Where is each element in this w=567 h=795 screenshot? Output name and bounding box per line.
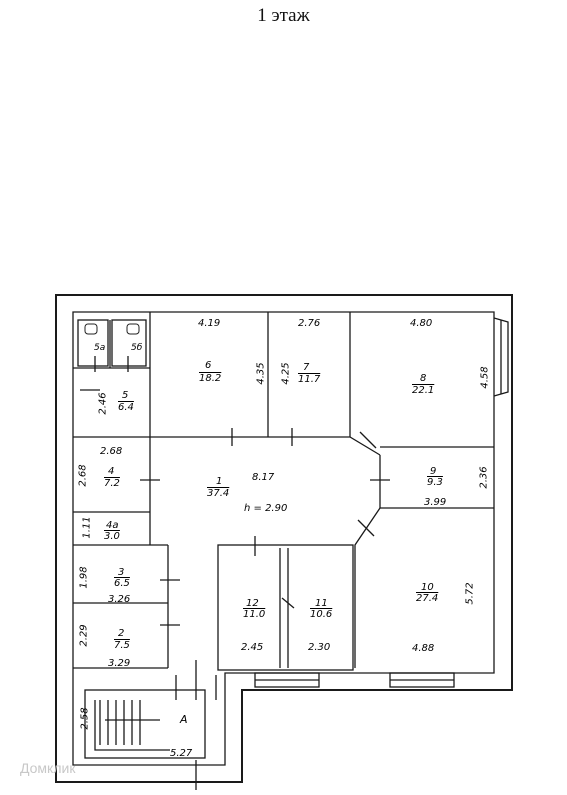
room-1-width: 8.17 <box>252 472 275 483</box>
room-4-depth: 2.68 <box>77 464 89 487</box>
stair-a-depth: 2.58 <box>79 707 91 730</box>
room-3-area: 6.5 <box>114 578 130 589</box>
room-11-area: 10.6 <box>310 609 333 620</box>
room-5-depth: 2.46 <box>97 392 109 415</box>
page-title: 1 этаж <box>257 5 310 26</box>
room-12-area: 11.0 <box>243 609 266 620</box>
toilet-icon <box>84 323 98 335</box>
outer-wall-inner <box>72 311 495 766</box>
room-8-width: 4.80 <box>410 318 433 329</box>
room-10-number: 10 <box>421 582 434 593</box>
room-2-width: 3.29 <box>108 658 131 669</box>
room-9-area: 9.3 <box>427 477 443 488</box>
room-6-number: 6 <box>205 360 212 371</box>
room-1-height: h = 2.90 <box>244 503 288 514</box>
room-6-width: 4.19 <box>198 318 221 329</box>
room-7-depth: 4.25 <box>280 362 292 385</box>
room-7-area: 11.7 <box>298 374 321 385</box>
room-9-width: 3.99 <box>424 497 447 508</box>
room-12-width: 2.45 <box>241 642 264 653</box>
room-8-number: 8 <box>420 373 427 384</box>
room-4a-depth: 1.11 <box>81 516 93 539</box>
room-2-number: 2 <box>118 628 125 639</box>
room-11-width: 2.30 <box>308 642 331 653</box>
room-5b-number: 5б <box>131 343 143 353</box>
room-3-width: 3.26 <box>108 594 131 605</box>
stair-a-label: А <box>180 713 188 726</box>
outer-wall <box>55 294 513 783</box>
staircase <box>84 689 206 759</box>
room-1-number: 1 <box>216 476 223 487</box>
room-10-depth: 5.72 <box>464 582 476 605</box>
toilet-icon <box>126 323 140 335</box>
room-4-number: 4 <box>108 466 115 477</box>
room-12-number: 12 <box>246 598 259 609</box>
room-2-area: 7.5 <box>114 640 130 651</box>
room-4-width: 2.68 <box>100 446 123 457</box>
room-8-depth: 4.58 <box>479 366 491 389</box>
room-9-depth: 2.36 <box>478 466 490 489</box>
room-9-number: 9 <box>430 466 437 477</box>
room-3-number: 3 <box>118 567 125 578</box>
room-1-area: 37.4 <box>207 488 230 499</box>
stair-a-width: 5.27 <box>170 748 193 759</box>
room-6-depth: 4.35 <box>255 362 267 385</box>
room-6-area: 18.2 <box>199 373 222 384</box>
room-3-depth: 1.98 <box>78 566 90 589</box>
room-4-area: 7.2 <box>104 478 120 489</box>
watermark-logo: Домклик <box>20 760 76 776</box>
room-10-width: 4.88 <box>412 643 435 654</box>
room-7-width: 2.76 <box>298 318 321 329</box>
room-4a-number: 4а <box>106 520 119 531</box>
room-4a-area: 3.0 <box>104 531 120 542</box>
wall-top-rooms <box>149 312 381 456</box>
room-2-depth: 2.29 <box>78 624 90 647</box>
room-5a-number: 5а <box>94 343 106 353</box>
room-5-area: 6.4 <box>118 402 134 413</box>
room-11-number: 11 <box>315 598 328 609</box>
room-5-number: 5 <box>122 390 129 401</box>
room-10-area: 27.4 <box>416 593 439 604</box>
room-8-area: 22.1 <box>412 385 435 396</box>
room-7-number: 7 <box>303 362 310 373</box>
